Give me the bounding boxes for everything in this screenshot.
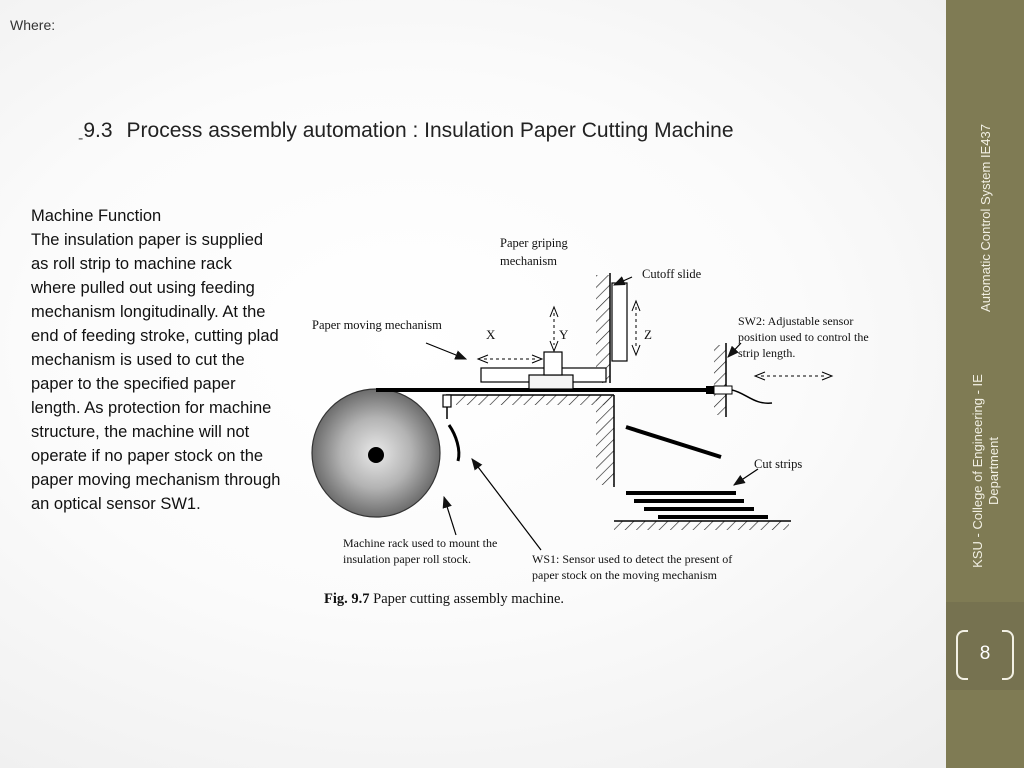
course-title: Automatic Control System IE437 (978, 124, 993, 312)
z-arrow-head-up (631, 299, 641, 312)
label-sw2-2: position used to control the (738, 330, 869, 344)
title-text: Process assembly automation : Insulation… (126, 119, 734, 142)
slide-title: -9.3 Process assembly automation : Insula… (78, 119, 734, 147)
floor-hatch (614, 521, 789, 530)
label-cutoff: Cutoff slide (642, 267, 702, 281)
x-arrow-head-left (476, 354, 489, 364)
cutoff-leader (612, 276, 633, 286)
cutstrips-leader (733, 468, 759, 486)
moving-leader (425, 342, 468, 360)
label-ws1-2: paper stock on the moving mechanism (532, 568, 718, 582)
label-cut-strips: Cut strips (754, 457, 802, 471)
cut-blade (625, 425, 722, 459)
label-griping-1: Paper griping (500, 236, 568, 250)
department-line-1: KSU - College of Engineering - IE (970, 374, 985, 568)
department-label: KSU - College of Engineering - IE Depart… (970, 351, 1002, 591)
rack-leader (442, 495, 457, 536)
sw2-sensor-body (713, 385, 733, 395)
sw2-leader (727, 342, 742, 358)
machine-rack (447, 424, 461, 462)
caption-text: Paper cutting assembly machine. (370, 591, 565, 607)
upper-frame-hatch (596, 275, 610, 383)
die-hatch (596, 395, 614, 485)
y-arrow-head-down (549, 340, 559, 353)
label-moving: Paper moving mechanism (312, 318, 442, 332)
roll-axle (368, 447, 384, 463)
label-x: X (486, 327, 496, 342)
label-griping-2: mechanism (500, 254, 557, 268)
caption-bold: Fig. 9.7 (324, 591, 370, 607)
sidebar: Automatic Control System IE437 KSU - Col… (946, 0, 1024, 768)
where-label: Where: (10, 17, 56, 33)
body-heading: Machine Function (31, 207, 162, 225)
label-y: Y (559, 327, 569, 342)
bracket-left (956, 630, 968, 680)
sw2-cable (731, 389, 773, 404)
paper-cutting-diagram: Paper griping mechanism Cutoff slide Pap… (311, 236, 869, 607)
title-number: 9.3 (83, 119, 113, 142)
cutoff-slide (611, 282, 628, 362)
machine-function-text: Machine Function The insulation paper is… (31, 204, 281, 516)
label-z: Z (644, 327, 652, 342)
sw2-sensor (706, 386, 714, 394)
machine-table-hatch (456, 395, 614, 405)
x-arrow-head-right (531, 354, 544, 364)
label-sw2-3: strip length. (738, 346, 795, 360)
gripper-block (528, 374, 574, 390)
page-number-badge: 8 (956, 630, 1014, 680)
ws1-leader (471, 458, 542, 551)
page-number: 8 (979, 643, 991, 664)
department-line-2: Department (986, 437, 1001, 505)
label-rack-2: insulation paper roll stock. (343, 552, 471, 566)
sw2-wall-hatch (714, 345, 726, 415)
label-ws1-1: WS1: Sensor used to detect the present o… (532, 552, 732, 566)
z-arrow-head-down (631, 344, 641, 357)
gripper-head (543, 351, 563, 376)
ws1-sensor (442, 394, 452, 408)
title-dash: - (78, 130, 84, 147)
y-arrow-head-up (549, 305, 559, 318)
label-sw2-1: SW2: Adjustable sensor (738, 314, 853, 328)
sw2-arrow-head-left (753, 371, 766, 381)
bracket-right (1002, 630, 1014, 680)
label-rack-1: Machine rack used to mount the (343, 536, 497, 550)
sw2-arrow-head-right (821, 371, 834, 381)
figure-caption: Fig. 9.7 Paper cutting assembly machine. (324, 591, 564, 607)
body-paragraph: The insulation paper is supplied as roll… (31, 231, 281, 513)
